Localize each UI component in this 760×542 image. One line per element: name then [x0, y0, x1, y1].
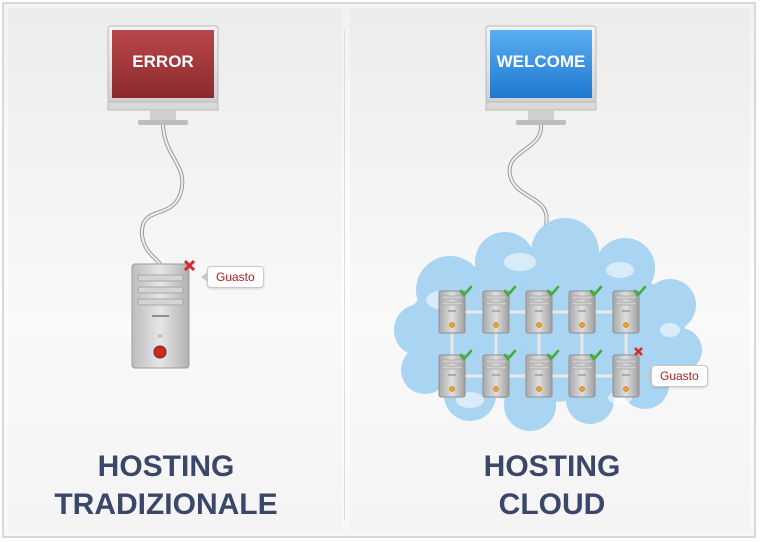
cloud-server-grid [438, 285, 647, 398]
check-icon [459, 285, 473, 297]
title-cloud-hosting: HOSTING CLOUD [422, 448, 682, 524]
title-line-2: CLOUD [498, 488, 606, 521]
cloud-server [568, 290, 596, 334]
title-traditional-hosting: HOSTING TRADIZIONALE [20, 448, 312, 524]
title-line-1: HOSTING [97, 450, 235, 483]
check-icon [633, 285, 647, 297]
cloud-server [525, 354, 553, 398]
check-icon [459, 349, 473, 361]
welcome-monitor [485, 25, 597, 125]
check-icon [546, 349, 560, 361]
cloud-server [525, 290, 553, 334]
welcome-screen-text: WELCOME [496, 52, 586, 71]
cloud-server [568, 354, 596, 398]
cloud-server [438, 354, 466, 398]
server-tower [131, 263, 190, 369]
check-icon [503, 285, 517, 297]
cloud-server [612, 290, 640, 334]
fault-tag-cloud: Guasto [645, 365, 708, 387]
cloud-server [438, 290, 466, 334]
title-line-1: HOSTING [483, 450, 621, 483]
check-icon [503, 349, 517, 361]
check-icon [589, 285, 603, 297]
check-icon [589, 349, 603, 361]
panel-divider [344, 30, 345, 520]
fault-x-icon [634, 347, 643, 356]
cloud-server [482, 290, 510, 334]
check-icon [546, 285, 560, 297]
error-screen-text: ERROR [132, 52, 194, 71]
error-monitor [107, 25, 219, 125]
fault-tag-traditional: Guasto [201, 266, 264, 288]
cloud-server [482, 354, 510, 398]
cloud-server [612, 354, 640, 398]
fault-x-icon [183, 259, 196, 272]
monitor-cable [139, 124, 185, 266]
title-line-2: TRADIZIONALE [54, 488, 278, 521]
